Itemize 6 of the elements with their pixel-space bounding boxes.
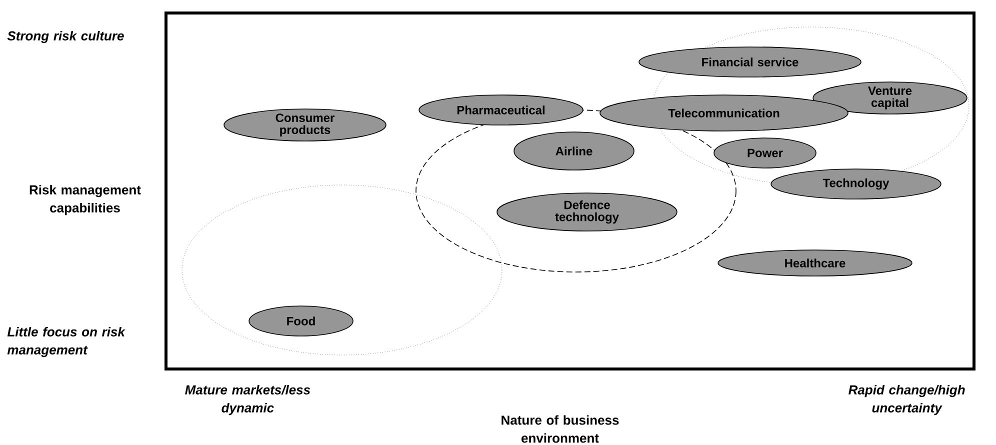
- axis-label: Rapid change/high uncertainty: [848, 384, 965, 416]
- axis-label: Mature markets/less dynamic: [185, 384, 310, 416]
- axis-label: Nature of business environment: [502, 415, 619, 443]
- axis-label: Strong risk culture: [7, 30, 124, 44]
- axis-label: Risk management capabilities: [30, 184, 141, 216]
- axis-label: Little focus on risk management: [7, 326, 126, 358]
